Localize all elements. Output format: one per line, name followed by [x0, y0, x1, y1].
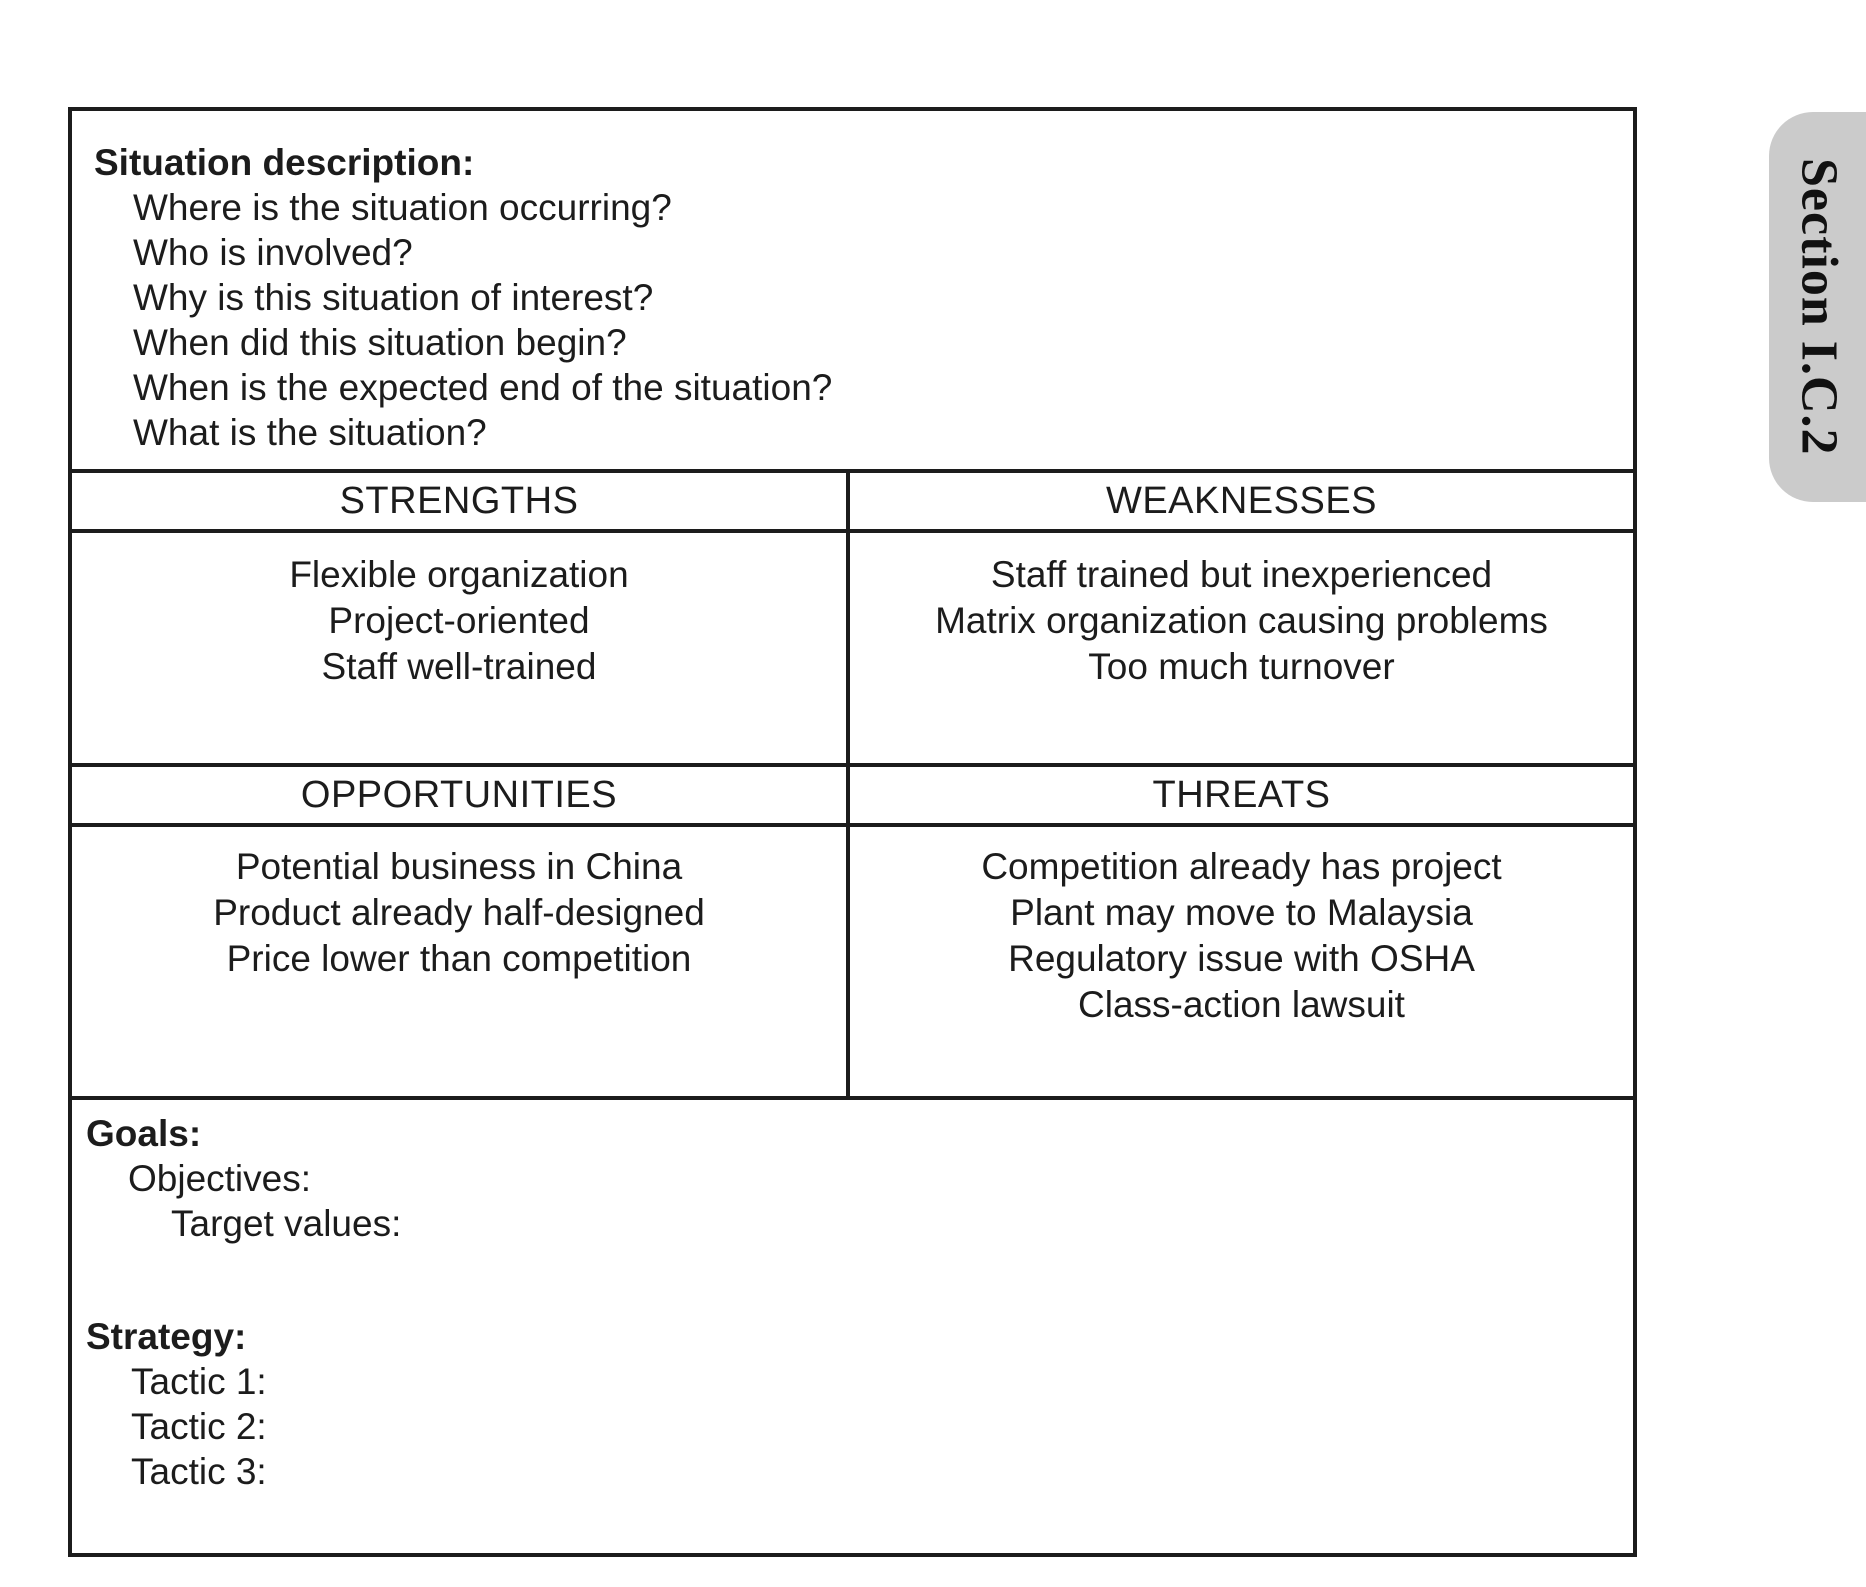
strengths-header-cell: STRENGTHS: [72, 473, 846, 529]
swot-table: Situation description: Where is the situ…: [68, 107, 1637, 1557]
strength-item: Flexible organization: [289, 554, 629, 595]
weaknesses-header: WEAKNESSES: [1105, 479, 1378, 522]
goals-strategy-section: Goals: Objectives: Target values: Strate…: [72, 1100, 1633, 1553]
weaknesses-cell: Staff trained but inexperienced Matrix o…: [846, 533, 1633, 763]
threat-item: Regulatory issue with OSHA: [1008, 938, 1475, 979]
weaknesses-header-cell: WEAKNESSES: [846, 473, 1633, 529]
weakness-item: Matrix organization causing problems: [935, 600, 1548, 641]
strength-item: Staff well-trained: [321, 646, 597, 687]
opportunities-header: OPPORTUNITIES: [300, 773, 618, 816]
section-tab-label: Section I.C.2: [1790, 158, 1848, 456]
situation-question: Who is involved?: [133, 232, 413, 273]
strengths-weaknesses-header-row: STRENGTHS WEAKNESSES: [72, 473, 1633, 533]
strengths-weaknesses-content-row: Flexible organization Project-oriented S…: [72, 533, 1633, 767]
threats-header-cell: THREATS: [846, 767, 1633, 823]
strength-item: Project-oriented: [328, 600, 590, 641]
tactic-label: Tactic 2:: [131, 1406, 267, 1447]
objectives-label: Objectives:: [128, 1158, 312, 1199]
strengths-header: STRENGTHS: [339, 479, 579, 522]
situation-question: When is the expected end of the situatio…: [133, 367, 833, 408]
situation-question: When did this situation begin?: [133, 322, 627, 363]
opportunity-item: Potential business in China: [235, 846, 683, 887]
tactic-label: Tactic 3:: [131, 1451, 267, 1492]
strengths-cell: Flexible organization Project-oriented S…: [72, 533, 846, 763]
threat-item: Class-action lawsuit: [1078, 984, 1405, 1025]
situation-question: Why is this situation of interest?: [133, 277, 654, 318]
target-values-label: Target values:: [171, 1203, 402, 1244]
situation-title: Situation description:: [94, 142, 475, 183]
goals-strategy-spacer: [72, 1246, 1633, 1314]
opportunity-item: Price lower than competition: [226, 938, 692, 979]
threats-header: THREATS: [1152, 773, 1331, 816]
weakness-item: Too much turnover: [1088, 646, 1395, 687]
situation-section: Situation description: Where is the situ…: [72, 111, 1633, 473]
threats-cell: Competition already has project Plant ma…: [846, 827, 1633, 1096]
section-tab: Section I.C.2: [1769, 112, 1866, 502]
opportunities-threats-header-row: OPPORTUNITIES THREATS: [72, 767, 1633, 827]
weakness-item: Staff trained but inexperienced: [990, 554, 1493, 595]
opportunities-cell: Potential business in China Product alre…: [72, 827, 846, 1096]
threat-item: Plant may move to Malaysia: [1010, 892, 1473, 933]
strategy-title: Strategy:: [86, 1316, 247, 1357]
threat-item: Competition already has project: [981, 846, 1502, 887]
opportunities-header-cell: OPPORTUNITIES: [72, 767, 846, 823]
opportunity-item: Product already half-designed: [213, 892, 705, 933]
situation-question: Where is the situation occurring?: [133, 187, 672, 228]
goals-title: Goals:: [86, 1113, 202, 1154]
opportunities-threats-content-row: Potential business in China Product alre…: [72, 827, 1633, 1100]
situation-question: What is the situation?: [133, 412, 487, 453]
tactic-label: Tactic 1:: [131, 1361, 267, 1402]
